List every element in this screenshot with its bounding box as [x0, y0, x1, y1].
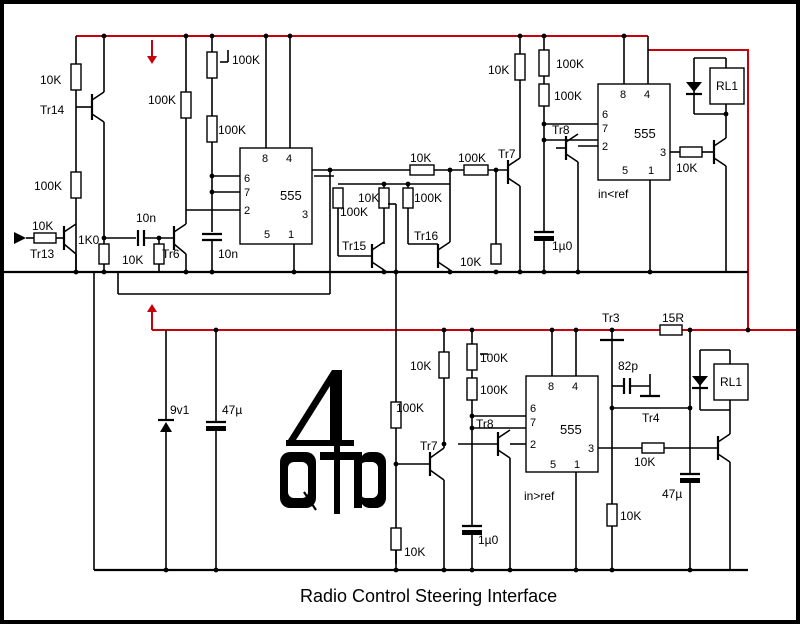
upper-right-ic-pin8: 8 — [620, 89, 626, 101]
upper-right-section — [506, 36, 745, 272]
lower-ic-pin1: 1 — [574, 459, 580, 471]
upper-555-ic — [239, 147, 313, 245]
label-r-100k-c: 100K — [340, 205, 368, 219]
upper-right-ic-pin7: 7 — [602, 123, 608, 135]
label-r-in: 10K — [32, 219, 53, 233]
upper-ic-pin4: 4 — [286, 153, 292, 165]
junction-dots — [73, 33, 751, 573]
label-lower-tr8: Tr8 — [476, 417, 494, 431]
label-c-82p: 82p — [618, 359, 638, 373]
lower-ic-pin4: 4 — [572, 381, 578, 393]
upper-right-ic-pin4: 4 — [644, 89, 650, 101]
schematic-diagram: 10K Tr14 100K 10K Tr13 1K0 10n 10K Tr6 1… — [4, 33, 796, 606]
label-lower-c-1u0: 1µ0 — [478, 533, 499, 547]
upper-ic2-note: in<ref — [598, 187, 629, 201]
lower-ic-pin6: 6 — [530, 403, 536, 415]
label-r-100k-d: 100K — [414, 191, 442, 205]
label-c-10n-b: 10n — [218, 247, 238, 261]
label-r-1k0: 1K0 — [78, 233, 100, 247]
upper-ic-label: 555 — [280, 188, 302, 203]
label-upper-tr8: Tr8 — [552, 123, 570, 137]
label-lower-c-47u: 47µ — [222, 403, 242, 417]
upper-right-ic-pin5: 5 — [622, 165, 628, 177]
upper-ic-pin1: 1 — [288, 229, 294, 241]
lower-ground-rail — [93, 272, 748, 572]
lower-ic-pin3: 3 — [588, 443, 594, 455]
upper-relay — [709, 67, 745, 105]
label-r-100k-e: 100K — [554, 89, 582, 103]
upper-timer-section — [117, 36, 334, 295]
label-r-100k-pot2: 100K — [556, 57, 584, 71]
diagram-title: Radio Control Steering Interface — [300, 586, 557, 606]
lower-ic-pin2: 2 — [530, 439, 536, 451]
label-c-47u-b: 47µ — [662, 487, 682, 501]
label-c-10n-a: 10n — [136, 211, 156, 225]
upper-right-ic-pin1: 1 — [648, 165, 654, 177]
label-r-100k-pot3: 100K — [480, 351, 508, 365]
upper-ic-pin6: 6 — [244, 173, 250, 185]
label-r-10k-g: 10K — [410, 359, 431, 373]
label-r-10k-tr7: 10K — [488, 63, 509, 77]
lower-555-ic — [525, 375, 599, 473]
lower-right-section — [600, 324, 749, 570]
upper-right-ic-pin6: 6 — [602, 109, 608, 121]
label-r-100k-pot: 100K — [232, 53, 260, 67]
lower-supply-section — [158, 330, 226, 570]
upper-left-input-section — [14, 36, 187, 272]
label-upper-r-out: 10K — [676, 161, 697, 175]
label-zener: 9v1 — [170, 403, 190, 417]
lower-relay — [713, 363, 749, 401]
lower-ic-pin5: 5 — [550, 459, 556, 471]
lower-ic-pin7: 7 — [530, 417, 536, 429]
label-r-10k-tr3: 10K — [620, 509, 641, 523]
upper-right-ic-pin2: 2 — [602, 141, 608, 153]
label-r-100k-a: 100K — [148, 93, 176, 107]
label-r-100k-mid: 100K — [458, 151, 486, 165]
lower-ic-label: 555 — [560, 422, 582, 437]
lower-ic3-note: in>ref — [524, 489, 555, 503]
upper-ic-pin2: 2 — [244, 205, 250, 217]
upper-right-555-ic — [597, 83, 671, 181]
qtd-logo — [280, 370, 386, 514]
label-tr15: Tr15 — [342, 239, 367, 253]
label-r-10k-f: 10K — [404, 545, 425, 559]
label-r-10k-tr6: 10K — [122, 253, 143, 267]
label-r-10k-mid: 10K — [410, 151, 431, 165]
label-upper-c-1u0: 1µ0 — [552, 239, 573, 253]
label-r-100k-g: 100K — [480, 383, 508, 397]
label-lower-relay: RL1 — [720, 375, 742, 389]
label-r-10k-h: 10K — [634, 455, 655, 469]
upper-right-ic-label: 555 — [634, 126, 656, 141]
label-r-col-tr14: 100K — [34, 179, 62, 193]
label-upper-tr7: Tr7 — [498, 147, 516, 161]
label-tr4: Tr4 — [642, 411, 660, 425]
upper-right-ic-pin3: 3 — [660, 147, 666, 159]
label-r-10k-c: 10K — [358, 191, 379, 205]
label-upper-relay: RL1 — [716, 79, 738, 93]
lower-middle-section — [390, 330, 718, 570]
upper-ic-pin5: 5 — [264, 229, 270, 241]
upper-ic-pin7: 7 — [244, 187, 250, 199]
label-tr14: Tr14 — [40, 103, 65, 117]
label-r-100k-b: 100K — [218, 123, 246, 137]
schematic-frame: 10K Tr14 100K 10K Tr13 1K0 10n 10K Tr6 1… — [4, 4, 796, 620]
label-tr16: Tr16 — [414, 229, 439, 243]
lower-positive-rail — [147, 304, 796, 331]
lower-ic-pin8: 8 — [548, 381, 554, 393]
label-tr3: Tr3 — [602, 311, 620, 325]
label-lower-tr7: Tr7 — [420, 439, 438, 453]
upper-middle-section — [330, 164, 508, 564]
label-r-100k-f: 100K — [396, 401, 424, 415]
upper-positive-rail — [76, 35, 749, 330]
label-r-10k-tr16: 10K — [460, 255, 481, 269]
upper-ic-pin8: 8 — [262, 153, 268, 165]
upper-ic-pin3: 3 — [302, 209, 308, 221]
label-r-base-tr14: 10K — [40, 73, 61, 87]
label-r-15r: 15R — [662, 311, 684, 325]
label-tr13: Tr13 — [30, 247, 55, 261]
label-tr6: Tr6 — [162, 247, 180, 261]
